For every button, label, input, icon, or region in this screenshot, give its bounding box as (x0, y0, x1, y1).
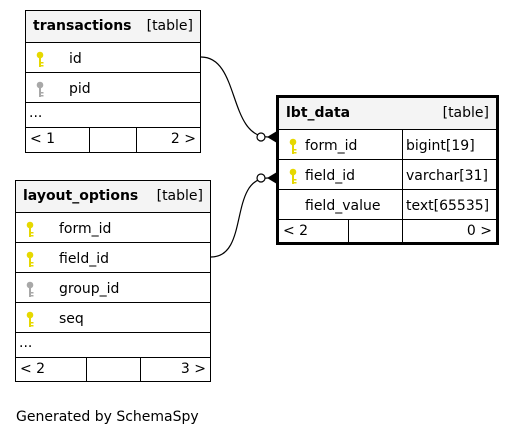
pager-prev[interactable]: < 1 (30, 131, 56, 147)
pager-divider (136, 128, 137, 152)
table-name: transactions (33, 18, 132, 34)
pager-prev[interactable]: < 2 (20, 361, 46, 377)
column-row-form-id[interactable]: form_id bigint[19] (279, 129, 496, 159)
column-name: pid (69, 81, 91, 97)
relationship-crowfoot (267, 131, 277, 143)
column-row-group-id[interactable]: group_id (16, 272, 210, 302)
column-name: field_id (59, 251, 109, 267)
column-name: id (69, 51, 82, 67)
column-row-field-id[interactable]: field_id varchar[31] (279, 159, 496, 189)
primary-key-icon (26, 311, 34, 327)
table-type: [table] (442, 105, 489, 121)
ellipsis: ... (19, 335, 33, 351)
footer-credit: Generated by SchemaSpy (16, 409, 199, 425)
pager-divider (86, 358, 87, 381)
column-type: text[65535] (406, 198, 490, 214)
relationship-end-circle (256, 173, 266, 183)
column-name: form_id (59, 221, 112, 237)
relationship-transactions-lbt-data (200, 56, 269, 138)
table-name: layout_options (23, 188, 139, 204)
table-lbt-data[interactable]: lbt_data [table] form_id bigint[19] fiel… (276, 95, 499, 245)
column-row-seq[interactable]: seq (16, 302, 210, 332)
pager-next[interactable]: 0 > (466, 223, 492, 239)
relationship-crowfoot (267, 172, 277, 184)
table-header[interactable]: lbt_data [table] (279, 98, 496, 129)
pager-next[interactable]: 2 > (170, 131, 196, 147)
pager-next[interactable]: 3 > (180, 361, 206, 377)
pager-row: < 2 0 > (279, 219, 496, 243)
pager-divider (89, 128, 90, 152)
primary-key-icon (26, 221, 34, 237)
foreign-key-icon (26, 281, 34, 297)
pager-divider (402, 220, 403, 243)
column-name: seq (59, 311, 84, 327)
table-type: [table] (146, 18, 193, 34)
column-row-id[interactable]: id (26, 42, 200, 72)
table-transactions[interactable]: transactions [table] id pid ... < 1 2 > (25, 10, 201, 153)
more-columns-row: ... (16, 332, 210, 357)
pager-row: < 2 3 > (16, 357, 210, 381)
column-row-form-id[interactable]: form_id (16, 212, 210, 242)
table-layout-options[interactable]: layout_options [table] form_id field_id … (15, 180, 211, 382)
ellipsis: ... (29, 105, 43, 121)
table-name: lbt_data (286, 105, 351, 121)
column-row-field-value[interactable]: field_value text[65535] (279, 189, 496, 219)
pager-divider (140, 358, 141, 381)
primary-key-icon (289, 168, 297, 184)
column-name: group_id (59, 281, 120, 297)
column-name: form_id (305, 138, 358, 154)
primary-key-icon (289, 138, 297, 154)
pager-prev[interactable]: < 2 (283, 223, 309, 239)
primary-key-icon (36, 51, 44, 67)
pager-row: < 1 2 > (26, 127, 200, 152)
pager-divider (348, 220, 349, 243)
table-header[interactable]: layout_options [table] (16, 181, 210, 212)
more-columns-row: ... (26, 102, 200, 127)
column-type: varchar[31] (406, 168, 488, 184)
column-row-field-id[interactable]: field_id (16, 242, 210, 272)
primary-key-icon (26, 251, 34, 267)
relationship-end-circle (256, 132, 266, 142)
column-divider (402, 190, 403, 219)
column-row-pid[interactable]: pid (26, 72, 200, 102)
column-type: bigint[19] (406, 138, 475, 154)
column-divider (402, 160, 403, 189)
column-name: field_id (305, 168, 355, 184)
column-name: field_value (305, 198, 381, 214)
foreign-key-icon (36, 81, 44, 97)
table-header[interactable]: transactions [table] (26, 11, 200, 42)
table-type: [table] (156, 188, 203, 204)
relationship-layout-options-lbt-data (210, 177, 269, 258)
column-divider (402, 130, 403, 159)
